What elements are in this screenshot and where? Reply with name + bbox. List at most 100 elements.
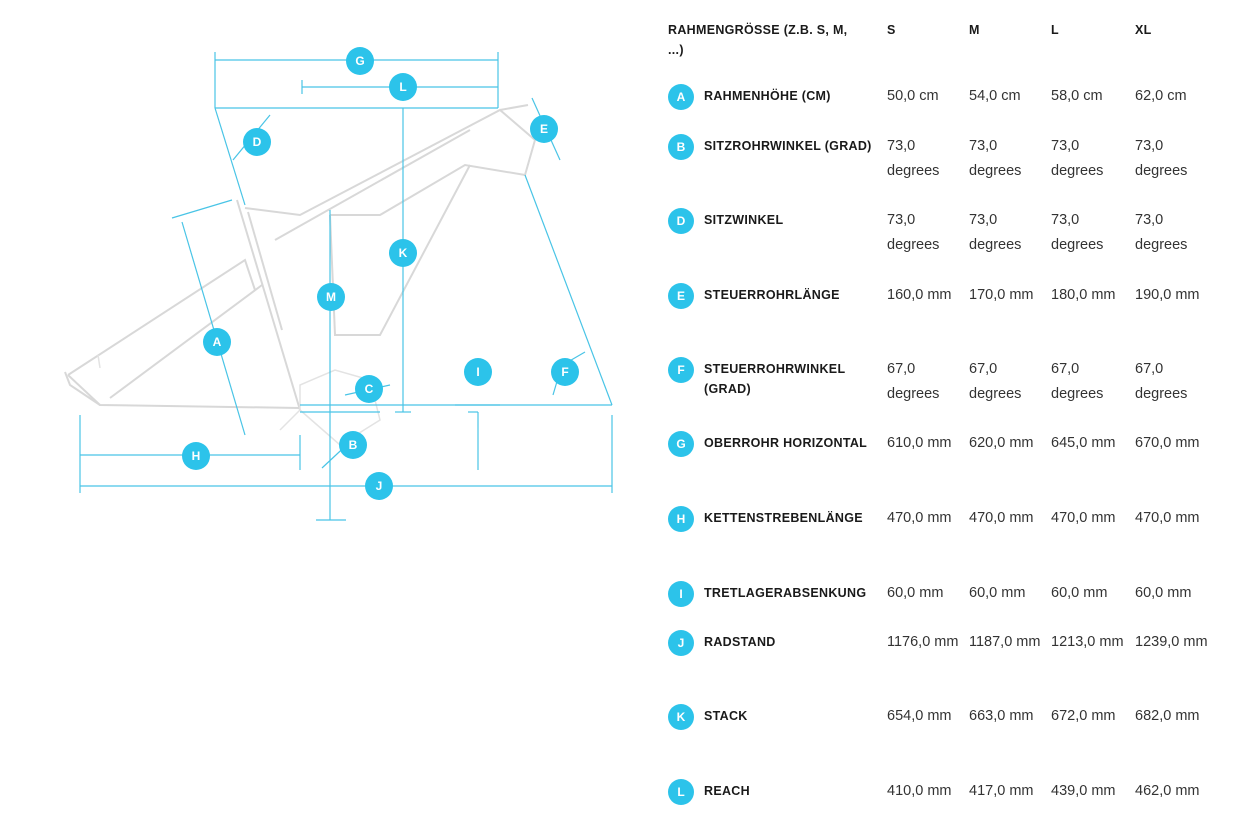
value-m: 417,0 mm [969, 783, 1034, 799]
value-m: 73,0 degrees [969, 212, 1022, 253]
value-m: 1187,0 mm [969, 634, 1041, 650]
value-m: 470,0 mm [969, 510, 1034, 526]
value-l: 73,0 degrees [1051, 138, 1104, 179]
marker-b-label: B [349, 438, 358, 452]
value-m: 620,0 mm [969, 435, 1034, 451]
marker-d: D [243, 128, 271, 156]
row-key-badge: B [668, 134, 694, 160]
size-header-l: L [1051, 23, 1059, 37]
marker-a: A [203, 328, 231, 356]
marker-h: H [182, 442, 210, 470]
row-label: SITZWINKEL [704, 213, 784, 227]
value-m: 54,0 cm [969, 88, 1021, 104]
value-xl: 73,0 degrees [1135, 212, 1188, 253]
value-m: 170,0 mm [969, 287, 1034, 303]
value-xl: 60,0 mm [1135, 585, 1192, 601]
value-xl: 470,0 mm [1135, 510, 1200, 526]
marker-j: J [365, 472, 393, 500]
bike-frame-outline [64, 104, 537, 446]
marker-e: E [530, 115, 558, 143]
value-s: 610,0 mm [887, 435, 952, 451]
row-label: TRETLAGERABSENKUNG [704, 586, 867, 600]
geometry-table: RAHMENGRÖSSE (Z.B. S, M, ...) S M L XL A… [668, 0, 1260, 840]
row-label: KETTENSTREBENLÄNGE [704, 511, 863, 525]
row-key-badge: G [668, 431, 694, 457]
row-label: STACK [704, 709, 748, 723]
value-l: 67,0 degrees [1051, 361, 1104, 402]
marker-h-label: H [192, 449, 201, 463]
value-s: 50,0 cm [887, 88, 939, 104]
marker-i-label: I [476, 365, 479, 379]
value-l: 58,0 cm [1051, 88, 1103, 104]
value-xl: 1239,0 mm [1135, 634, 1208, 650]
value-l: 73,0 degrees [1051, 212, 1104, 253]
marker-j-label: J [376, 479, 383, 493]
size-header-xl: XL [1135, 23, 1152, 37]
value-xl: 190,0 mm [1135, 287, 1200, 303]
value-s: 73,0 degrees [887, 212, 940, 253]
row-key-badge: A [668, 84, 694, 110]
marker-a-label: A [213, 335, 222, 349]
value-l: 645,0 mm [1051, 435, 1116, 451]
marker-c: C [355, 375, 383, 403]
row-key-badge: L [668, 779, 694, 805]
value-l: 470,0 mm [1051, 510, 1116, 526]
marker-k: K [389, 239, 417, 267]
marker-c-label: C [365, 382, 374, 396]
marker-e-label: E [540, 122, 548, 136]
row-label: RADSTAND [704, 635, 776, 649]
row-key-badge: E [668, 283, 694, 309]
value-l: 180,0 mm [1051, 287, 1116, 303]
size-header-m: M [969, 23, 980, 37]
value-m: 663,0 mm [969, 708, 1034, 724]
row-key-badge: F [668, 357, 694, 383]
row-label: RAHMENHÖHE (CM) [704, 89, 831, 103]
marker-b: B [339, 431, 367, 459]
value-s: 470,0 mm [887, 510, 952, 526]
row-label: SITZROHRWINKEL (GRAD) [704, 139, 872, 153]
row-key-badge: K [668, 704, 694, 730]
row-key-badge: J [668, 630, 694, 656]
size-header-s: S [887, 23, 896, 37]
value-s: 654,0 mm [887, 708, 952, 724]
row-label: OBERROHR HORIZONTAL [704, 436, 868, 450]
value-m: 73,0 degrees [969, 138, 1022, 179]
row-label: STEUERROHRLÄNGE [704, 288, 840, 302]
value-s: 67,0 degrees [887, 361, 940, 402]
value-s: 60,0 mm [887, 585, 944, 601]
marker-m-label: M [326, 290, 336, 304]
row-label: REACH [704, 784, 750, 798]
value-s: 160,0 mm [887, 287, 952, 303]
marker-m: M [317, 283, 345, 311]
marker-g-label: G [355, 54, 364, 68]
value-l: 439,0 mm [1051, 783, 1116, 799]
value-xl: 73,0 degrees [1135, 138, 1188, 179]
value-m: 60,0 mm [969, 585, 1026, 601]
marker-f: F [551, 358, 579, 386]
value-l: 1213,0 mm [1051, 634, 1124, 650]
value-s: 1176,0 mm [887, 634, 959, 650]
marker-g: G [346, 47, 374, 75]
row-key-badge: I [668, 581, 694, 607]
marker-i: I [464, 358, 492, 386]
value-s: 73,0 degrees [887, 138, 940, 179]
row-key-badge: H [668, 506, 694, 532]
value-xl: 62,0 cm [1135, 88, 1187, 104]
value-l: 60,0 mm [1051, 585, 1108, 601]
value-s: 410,0 mm [887, 783, 952, 799]
marker-d-label: D [253, 135, 262, 149]
marker-l: L [389, 73, 417, 101]
value-m: 67,0 degrees [969, 361, 1022, 402]
row-label: STEUERROHRWINKEL (GRAD) [704, 362, 846, 396]
row-key-badge: D [668, 208, 694, 234]
value-xl: 67,0 degrees [1135, 361, 1188, 402]
size-header-label: RAHMENGRÖSSE (Z.B. S, M, ...) [668, 23, 848, 57]
marker-f-label: F [561, 365, 568, 379]
value-l: 672,0 mm [1051, 708, 1116, 724]
value-xl: 670,0 mm [1135, 435, 1200, 451]
value-xl: 682,0 mm [1135, 708, 1200, 724]
marker-k-label: K [399, 246, 408, 260]
marker-l-label: L [399, 80, 406, 94]
bike-geometry-diagram: G L D E K M A C I F B H J [64, 47, 613, 521]
value-xl: 462,0 mm [1135, 783, 1200, 799]
